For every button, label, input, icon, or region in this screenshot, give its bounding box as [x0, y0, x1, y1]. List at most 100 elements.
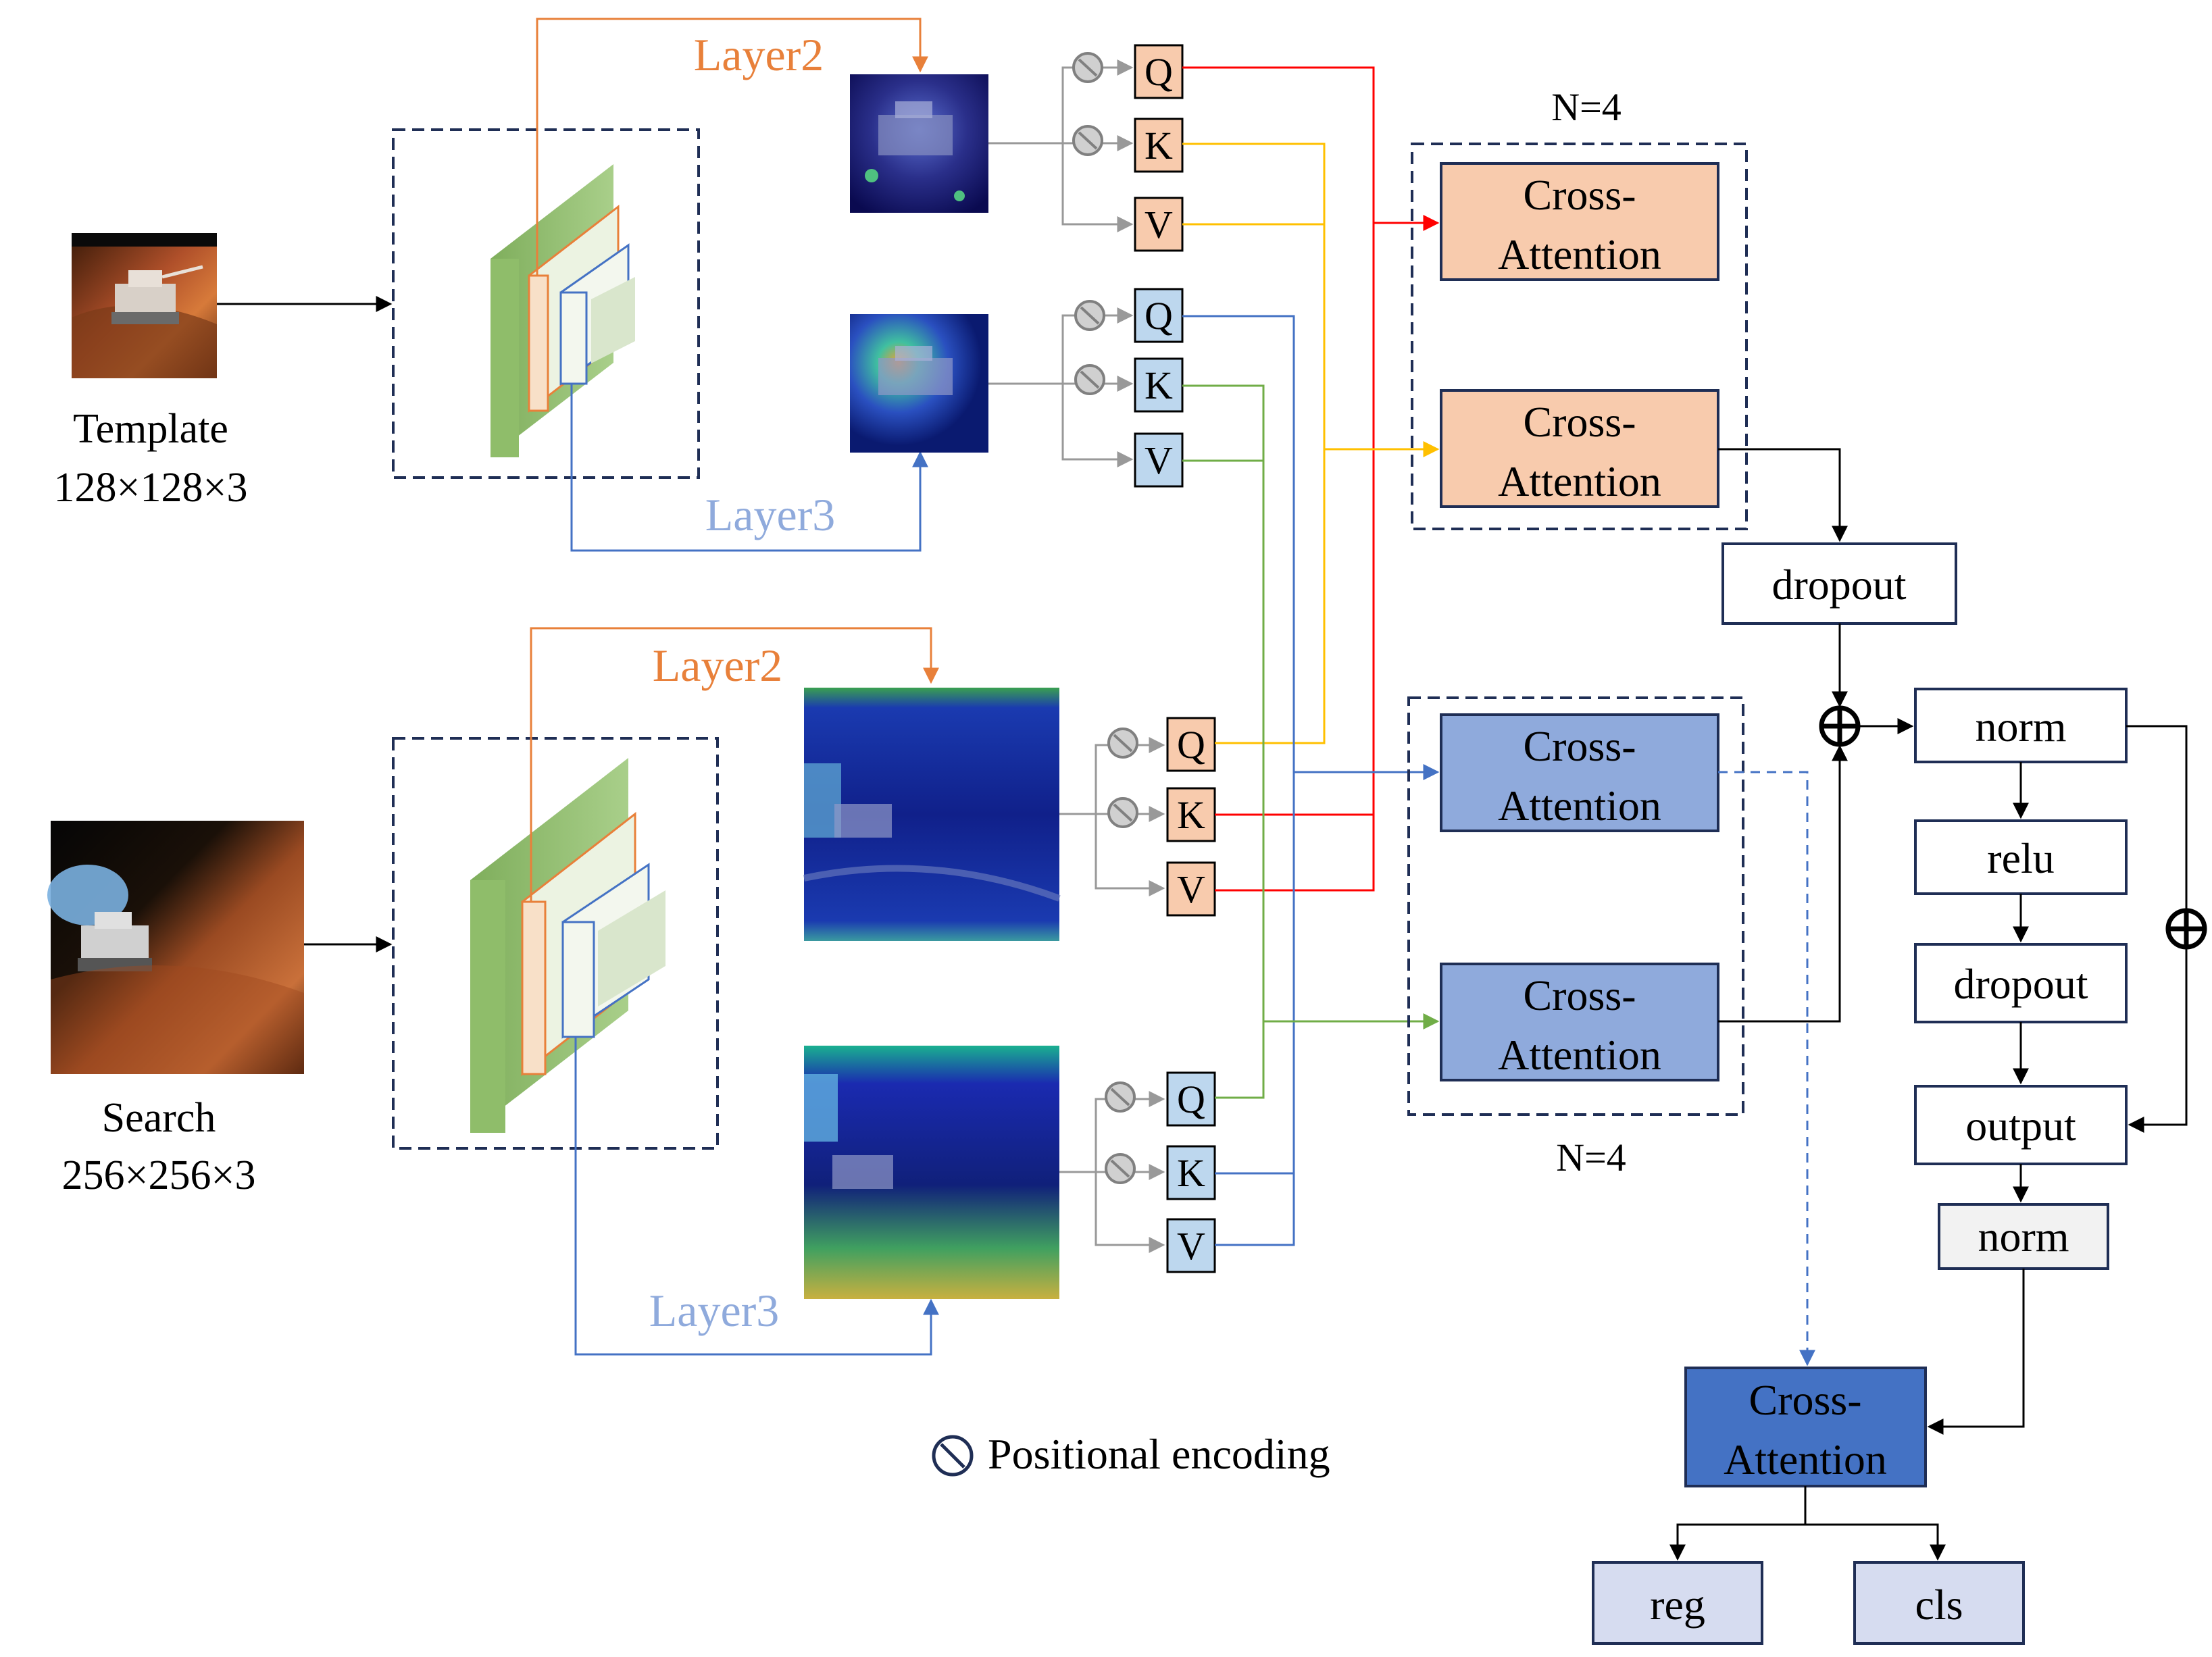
search-layer3-qkv: Q K V: [1059, 1071, 1216, 1273]
positional-encoding-icon: [1074, 364, 1105, 395]
positional-encoding-icon: [1072, 52, 1103, 83]
final-norm-label: norm: [1978, 1213, 2069, 1260]
q-box: [1134, 288, 1184, 343]
to-reg-arrow: [1669, 1486, 1807, 1561]
q-box: [1134, 44, 1184, 99]
k-label: K: [1145, 363, 1173, 407]
q-label: Q: [1177, 723, 1205, 767]
template-layer3-qkv: Q K V: [988, 288, 1184, 488]
cls-head-box: [1853, 1561, 2025, 1645]
positional-encoding-icon: [1105, 1081, 1136, 1113]
q-box: [1166, 717, 1216, 772]
positional-encoding-icon: [1107, 797, 1138, 828]
k-box: [1134, 118, 1184, 173]
final-cross-attention-block: Cross- Attention: [1684, 1367, 1927, 1487]
svg-text:Cross-: Cross-: [1523, 398, 1636, 446]
final-norm-box: [1938, 1203, 2109, 1270]
v-label: V: [1177, 1224, 1205, 1268]
svg-text:Cross-: Cross-: [1523, 722, 1636, 770]
norm-to-final-ca-arrow: [1927, 1269, 2025, 1435]
template-layer2-label: Layer2: [694, 29, 824, 80]
to-cls-arrow: [1805, 1523, 1946, 1561]
bottom-n-label: N=4: [1556, 1136, 1626, 1179]
template-layer3-connector: [570, 384, 928, 552]
cls-label: cls: [1915, 1581, 1963, 1629]
svg-text:Attention: Attention: [1724, 1435, 1887, 1483]
top-ca-to-dropout-arrow: [1718, 448, 1848, 542]
positional-encoding-icon: [1107, 728, 1138, 759]
top-n-label: N=4: [1551, 85, 1622, 129]
search-layer3-label: Layer3: [649, 1285, 780, 1336]
positional-encoding-icon: [1074, 300, 1105, 331]
yellow-connector: [1182, 143, 1326, 744]
add-operator-icon: [2165, 908, 2207, 950]
reg-head-box: [1592, 1561, 1763, 1645]
positional-encoding-icon: [1072, 125, 1103, 156]
svg-text:Cross-: Cross-: [1749, 1376, 1861, 1424]
k-label: K: [1145, 124, 1173, 168]
template-layer2-qkv: Q K V: [988, 44, 1184, 252]
dropout-label: dropout: [1953, 960, 2088, 1008]
dropout-label: dropout: [1771, 561, 1906, 609]
bottom-ca-to-add-arrow: [1718, 744, 1848, 1023]
positional-encoding-icon: [932, 1435, 974, 1477]
template-backbone-box: [392, 128, 700, 479]
positional-encoding-icon: [1105, 1153, 1136, 1184]
output-label: output: [1965, 1102, 2076, 1150]
dashed-connector: [1718, 771, 1815, 1367]
svg-text:Cross-: Cross-: [1523, 971, 1636, 1019]
cross-attention-block: Cross- Attention: [1440, 713, 1719, 832]
reg-label: reg: [1650, 1581, 1705, 1629]
template-label: Template: [73, 406, 228, 452]
template-layer3-label: Layer3: [705, 489, 836, 540]
template-layer2-connector: [536, 18, 928, 276]
q-label: Q: [1177, 1077, 1205, 1121]
search-layer2-label: Layer2: [653, 640, 783, 691]
template-layer3-heatmap: [850, 314, 988, 453]
cross-attention-block: Cross- Attention: [1440, 963, 1719, 1081]
template-size: 128×128×3: [54, 465, 248, 511]
template-layer2-heatmap: [850, 74, 988, 213]
green-connector: [1182, 384, 1265, 1099]
svg-text:Attention: Attention: [1498, 230, 1661, 278]
template-image: [72, 233, 217, 378]
dropout-box: [1721, 542, 1957, 625]
search-backbone-box: [392, 737, 719, 1150]
svg-text:Attention: Attention: [1498, 1031, 1661, 1079]
v-box: [1166, 1218, 1216, 1273]
k-label: K: [1177, 1151, 1205, 1195]
k-box: [1166, 1145, 1216, 1200]
k-label: K: [1177, 793, 1205, 837]
v-box: [1134, 432, 1184, 488]
search-size: 256×256×3: [62, 1152, 256, 1198]
v-box: [1134, 197, 1184, 252]
q-label: Q: [1145, 50, 1173, 94]
q-box: [1166, 1071, 1216, 1127]
svg-text:Attention: Attention: [1498, 782, 1661, 830]
v-box: [1166, 861, 1216, 917]
search-backbone-stack: [470, 758, 665, 1133]
q-label: Q: [1145, 294, 1173, 338]
bottom-cross-attention-group: [1407, 696, 1744, 1116]
search-layer3-heatmap: [804, 1046, 1059, 1299]
relu-label: relu: [1987, 834, 2055, 882]
v-label: V: [1145, 203, 1173, 247]
cross-attention-block: Cross- Attention: [1440, 162, 1719, 281]
search-layer2-heatmap: [803, 688, 1061, 941]
blue-connector: [1182, 315, 1295, 1246]
search-layer2-qkv: Q K V: [1059, 717, 1216, 917]
search-layer3-connector: [574, 1037, 939, 1356]
search-layer2-connector: [530, 627, 939, 902]
add-operator-icon: [1819, 705, 1861, 747]
template-backbone-stack: [491, 164, 635, 457]
svg-text:Cross-: Cross-: [1523, 171, 1636, 219]
svg-text:Attention: Attention: [1498, 457, 1661, 505]
cross-attention-block: Cross- Attention: [1440, 389, 1719, 508]
v-label: V: [1177, 867, 1205, 911]
search-image: [47, 821, 304, 1074]
v-label: V: [1145, 438, 1173, 482]
norm-label: norm: [1975, 703, 2066, 750]
legend-label: Positional encoding: [988, 1430, 1330, 1478]
search-label: Search: [102, 1095, 216, 1141]
